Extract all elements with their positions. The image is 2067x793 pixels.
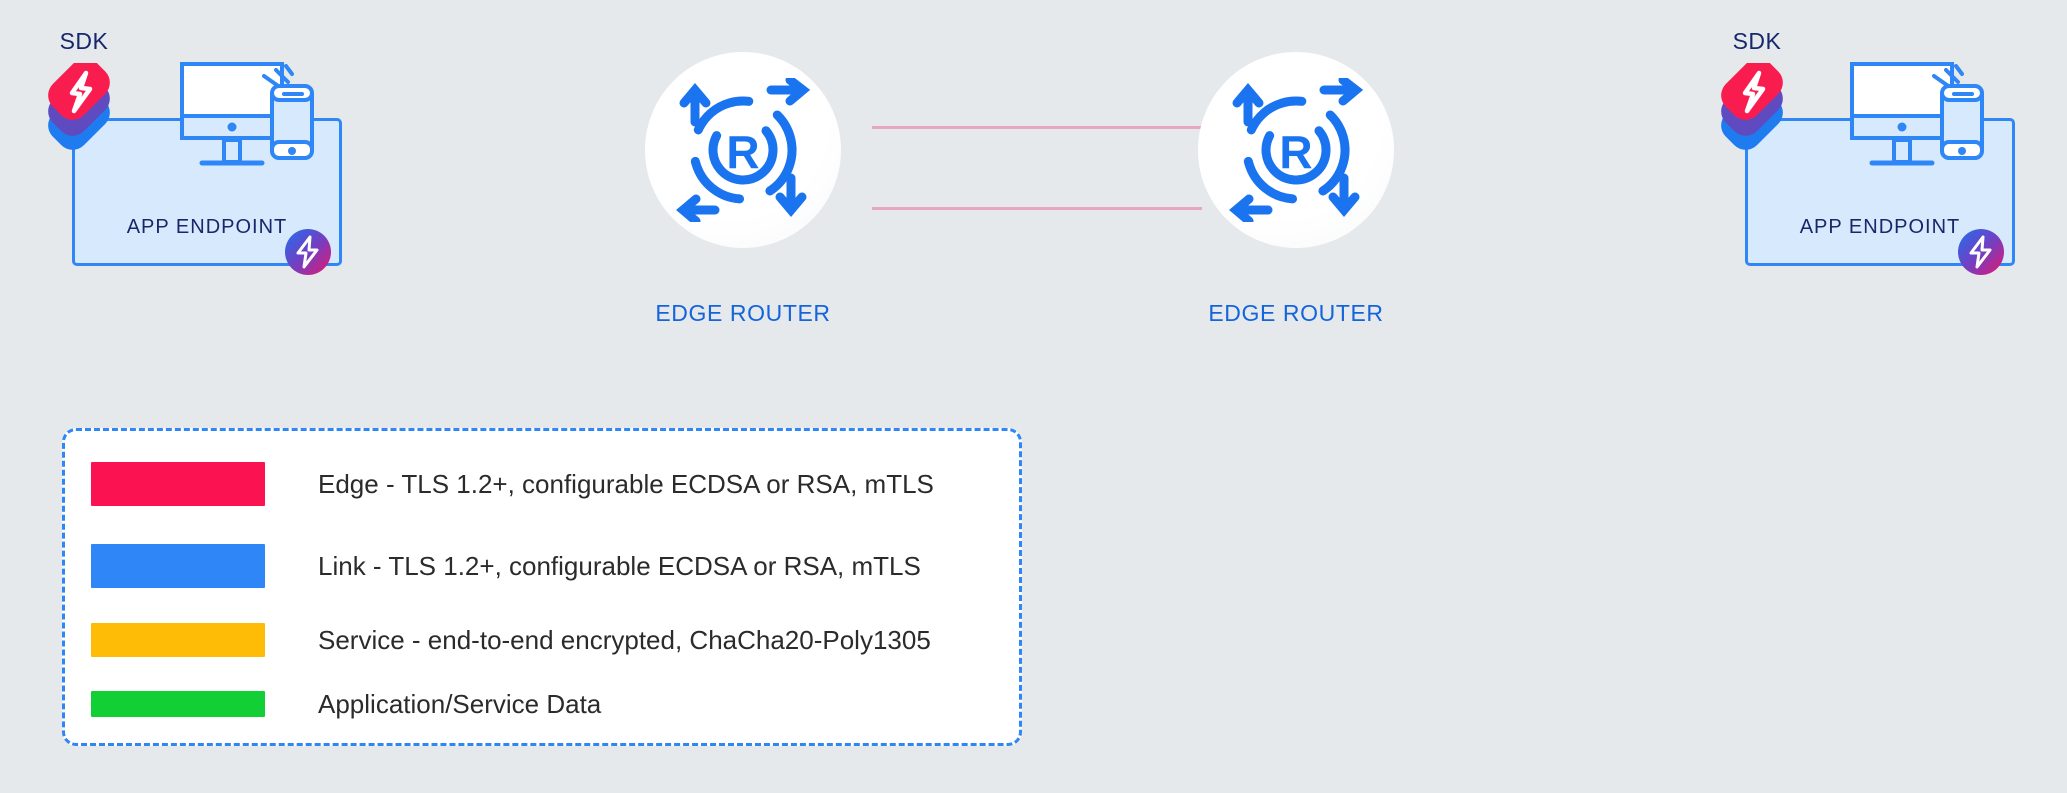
legend-label-edge: Edge - TLS 1.2+, configurable ECDSA or R… — [318, 468, 934, 499]
svg-text:R: R — [726, 126, 759, 178]
sdk-stack-icon-right — [1715, 58, 1807, 156]
sdk-label-right: SDK — [1732, 28, 1782, 54]
legend-item-link: Link - TLS 1.2+, configurable ECDSA or R… — [91, 540, 999, 592]
legend-swatch-service — [91, 623, 265, 657]
legend-swatch-data — [91, 691, 265, 717]
legend-item-data: Application/Service Data — [91, 678, 999, 730]
app-endpoint-label-left: APP ENDPOINT — [126, 216, 288, 238]
legend-swatch-edge — [91, 462, 265, 506]
monitor-and-phone-icon-right — [1850, 62, 1985, 177]
legend-swatch-link — [91, 544, 265, 588]
legend-label-service: Service - end-to-end encrypted, ChaCha20… — [318, 624, 931, 655]
legend-label-data: Application/Service Data — [318, 688, 602, 719]
bolt-badge-icon-right — [1957, 228, 2005, 281]
stripe-edge-top-right — [1414, 128, 1738, 142]
legend-panel: Edge - TLS 1.2+, configurable ECDSA or R… — [62, 428, 1022, 746]
monitor-and-phone-icon-left — [180, 62, 315, 177]
edge-router-label-right: EDGE ROUTER — [1208, 300, 1384, 326]
encryption-layer-bundle — [0, 126, 2067, 210]
stripe-edge-bottom-right — [1414, 194, 1738, 208]
legend-label-link: Link - TLS 1.2+, configurable ECDSA or R… — [318, 550, 921, 581]
edge-router-left: R — [645, 52, 841, 248]
stripe-edge-top-left — [338, 128, 660, 142]
edge-router-right: R — [1198, 52, 1394, 248]
sdk-label-left: SDK — [59, 28, 109, 54]
stripe-link-halo-top — [872, 126, 1202, 129]
sdk-stack-icon-left — [42, 58, 134, 156]
bolt-badge-icon-left — [284, 228, 332, 281]
legend-item-edge: Edge - TLS 1.2+, configurable ECDSA or R… — [91, 458, 999, 510]
stripe-link-top-middle — [872, 128, 1202, 142]
stripe-link-halo-bottom — [872, 207, 1202, 210]
stripe-link-bottom-middle — [872, 194, 1202, 208]
svg-text:R: R — [1279, 126, 1312, 178]
stripe-edge-bottom-left — [338, 194, 660, 208]
edge-router-label-left: EDGE ROUTER — [655, 300, 831, 326]
legend-item-service: Service - end-to-end encrypted, ChaCha20… — [91, 614, 999, 666]
app-endpoint-label-right: APP ENDPOINT — [1799, 216, 1961, 238]
